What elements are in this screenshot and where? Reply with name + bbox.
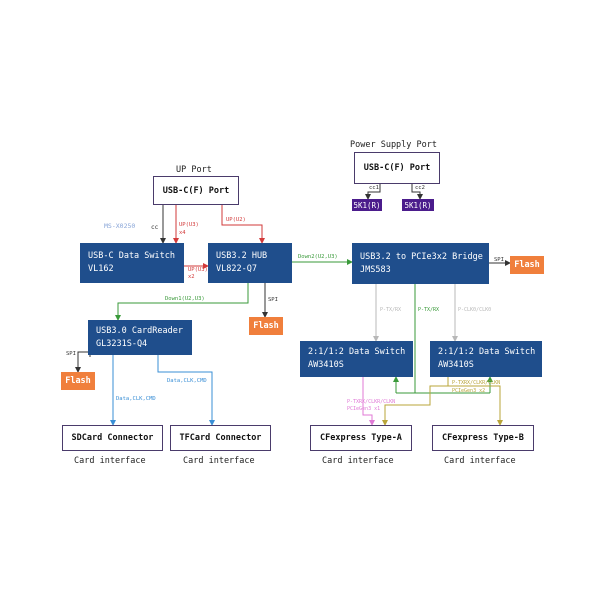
switch-a-name: 2:1/1:2 Data Switch [308,347,406,357]
link-down1 [115,283,249,321]
link-pink-a [362,377,375,426]
label-x4: x4 [179,230,186,236]
caption-cfb: Card interface [444,456,516,466]
hub-part: VL822-Q7 [216,264,257,274]
bridge-name: USB3.2 to PCIe3x2 Bridge [360,251,483,262]
caption-cfa: Card interface [322,456,394,466]
label-ptx-green: P-TX/RX [418,307,440,313]
flash-bridge: Flash [510,256,544,274]
resistor-cc2: 5K1(R) [402,199,434,211]
label-ptxrx-a: P-TXRX/CLKR/CLKN [347,399,396,405]
bridge-part: JMS583 [360,264,391,275]
label-pclk-gray: P-CLK0/CLK0 [458,307,492,313]
switch-name: USB-C Data Switch [88,251,175,261]
label-pcie-a: PCIeGen3 x1 [347,406,381,412]
label-spi-reader: SPI [66,351,76,357]
link-up-u2 [221,205,265,244]
label-up-u2: UP(U2) [226,217,246,223]
usb-c-power-port: USB-C(F) Port [354,152,440,184]
flash-hub-label: Flash [253,321,279,331]
cfexpress-a: CFexpress Type-A [310,425,412,451]
sdcard-connector-label: SDCard Connector [71,433,154,443]
label-cc1: cc1 [369,185,379,191]
flash-hub: Flash [249,317,283,335]
label-data-tf: Data,CLK,CMD [167,378,207,384]
label-down1: Down1(U2,U3) [165,296,205,302]
label-x2: x2 [188,274,195,280]
label-spi-hub: SPI [268,297,278,303]
sdcard-connector: SDCard Connector [62,425,163,451]
usb-c-power-port-label: USB-C(F) Port [363,163,431,173]
hub-name: USB3.2 HUB [216,251,268,261]
link-data-tf [157,355,215,426]
usb-c-data-switch: USB-C Data Switch VL162 [80,243,184,283]
up-port-heading: UP Port [176,165,212,175]
link-cc1 [365,184,381,200]
caption-sd: Card interface [74,456,146,466]
label-data-sd: Data,CLK,CMD [116,396,156,402]
switch-part: VL162 [88,264,114,274]
label-pcie-b: PCIeGen3 x2 [452,388,486,394]
link-cc2 [411,184,423,200]
card-reader: USB3.0 CardReader GL3231S-Q4 [88,320,192,355]
flash-reader: Flash [61,372,95,390]
label-up-u3: UP(U3) [179,222,199,228]
link-olive-b [447,377,503,426]
switch-a-part: AW3410S [308,360,344,370]
link-olive-a [382,385,448,426]
usb-c-up-port-label: USB-C(F) Port [162,185,230,196]
reader-name: USB3.0 CardReader [96,325,183,336]
tfcard-connector-label: TFCard Connector [179,433,262,443]
label-cc2: cc2 [415,185,425,191]
usb-hub: USB3.2 HUB VL822-Q7 [208,243,292,283]
flash-bridge-label: Flash [514,260,540,270]
resistor-cc1: 5K1(R) [352,199,382,211]
usb-c-up-port: USB-C(F) Port [153,176,239,205]
caption-tf: Card interface [183,456,255,466]
cfexpress-a-label: CFexpress Type-A [320,433,402,443]
reader-part: GL3231S-Q4 [96,338,148,349]
data-switch-a: 2:1/1:2 Data Switch AW3410S [300,341,413,377]
resistor-cc2-label: 5K1(R) [404,200,432,210]
resistor-cc1-label: 5K1(R) [353,200,381,210]
flash-reader-label: Flash [65,376,91,386]
label-ptxrx-b: P-TXRX/CLKR/CLKN [452,380,501,386]
pcie-bridge: USB3.2 to PCIe3x2 Bridge JMS583 [352,243,489,284]
label-ptx-gray: P-TX/RX [380,307,402,313]
cfexpress-b: CFexpress Type-B [432,425,534,451]
data-switch-b: 2:1/1:2 Data Switch AW3410S [430,341,542,377]
tfcard-connector: TFCard Connector [170,425,271,451]
label-ms: MS-X0250 [104,222,136,230]
switch-b-name: 2:1/1:2 Data Switch [438,347,536,357]
label-cc: cc [151,224,159,231]
link-spi-reader [75,351,91,373]
label-up-u3-b: UP(U3) [188,267,208,273]
label-down2: Down2(U2,U3) [298,254,338,260]
switch-b-part: AW3410S [438,360,474,370]
label-spi-bridge: SPI [494,257,504,263]
power-port-heading: Power Supply Port [350,140,437,150]
cfexpress-b-label: CFexpress Type-B [442,433,524,443]
